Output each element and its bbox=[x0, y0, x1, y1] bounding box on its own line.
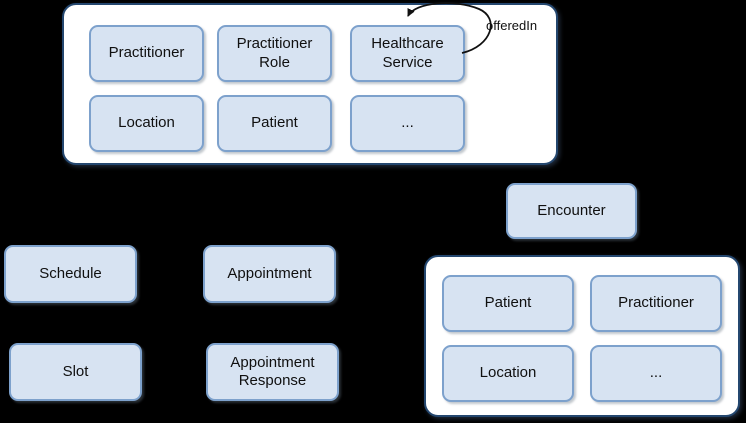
node-practitioner-role: Practitioner Role bbox=[217, 25, 332, 82]
node-appointment: Appointment bbox=[203, 245, 336, 303]
node-schedule: Schedule bbox=[4, 245, 137, 303]
node-patient: Patient bbox=[217, 95, 332, 152]
node-location-bottom: Location bbox=[442, 345, 574, 402]
node-location: Location bbox=[89, 95, 204, 152]
node-appointment-response: Appointment Response bbox=[206, 343, 339, 401]
node-slot: Slot bbox=[9, 343, 142, 401]
node-ellipsis-bottom: ... bbox=[590, 345, 722, 402]
node-ellipsis-top: ... bbox=[350, 95, 465, 152]
node-encounter: Encounter bbox=[506, 183, 637, 239]
node-practitioner-bottom: Practitioner bbox=[590, 275, 722, 332]
bottom-group-container: Patient Practitioner Location ... bbox=[424, 255, 740, 417]
top-group-container: Practitioner Practitioner Role Healthcar… bbox=[62, 3, 558, 165]
offered-in-label: offeredIn bbox=[486, 18, 538, 33]
node-healthcare-service: Healthcare Service bbox=[350, 25, 465, 82]
node-practitioner: Practitioner bbox=[89, 25, 204, 82]
node-patient-bottom: Patient bbox=[442, 275, 574, 332]
